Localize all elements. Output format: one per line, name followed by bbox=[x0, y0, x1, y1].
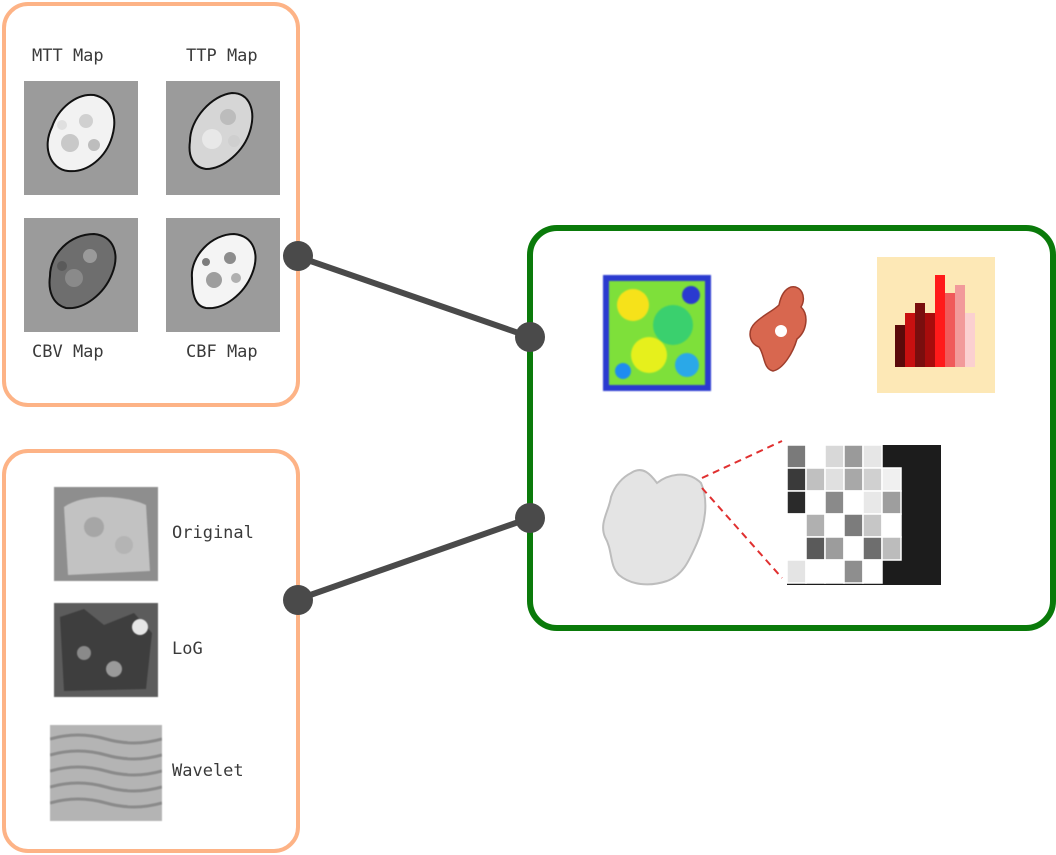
roi-shape bbox=[597, 461, 717, 591]
feature-extraction-panel bbox=[527, 225, 1056, 631]
cbv-map-label: CBV Map bbox=[32, 342, 104, 362]
color-heatmap-image bbox=[603, 275, 711, 391]
wavelet-label: Wavelet bbox=[172, 761, 244, 781]
texture-matrix-grid bbox=[787, 445, 941, 585]
ttp-map-image bbox=[166, 81, 280, 195]
original-image bbox=[54, 487, 158, 581]
filter-images-panel: Original LoG Wavelet bbox=[2, 449, 300, 853]
perfusion-maps-panel: MTT Map TTP Map CBV Map CBF Map bbox=[2, 2, 300, 407]
cbf-map-label: CBF Map bbox=[186, 342, 258, 362]
zoom-line-top bbox=[701, 440, 783, 479]
mtt-map-label: MTT Map bbox=[32, 46, 104, 66]
connector-perfusion bbox=[295, 253, 531, 340]
log-image bbox=[54, 603, 158, 697]
cbv-map-image bbox=[24, 218, 138, 332]
connector-filters bbox=[295, 515, 531, 603]
log-label: LoG bbox=[172, 639, 203, 659]
mtt-map-image bbox=[24, 81, 138, 195]
zoom-line-bottom bbox=[701, 487, 783, 579]
tumor-3d-shape bbox=[743, 281, 815, 377]
cbf-map-image bbox=[166, 218, 280, 332]
dot-feature-top bbox=[515, 322, 545, 352]
dot-perfusion-panel bbox=[283, 241, 313, 271]
ttp-map-label: TTP Map bbox=[186, 46, 258, 66]
original-label: Original bbox=[172, 523, 254, 543]
wavelet-image bbox=[50, 725, 162, 821]
dot-filter-panel bbox=[283, 585, 313, 615]
dot-feature-bottom bbox=[515, 503, 545, 533]
histogram-image bbox=[877, 257, 995, 393]
